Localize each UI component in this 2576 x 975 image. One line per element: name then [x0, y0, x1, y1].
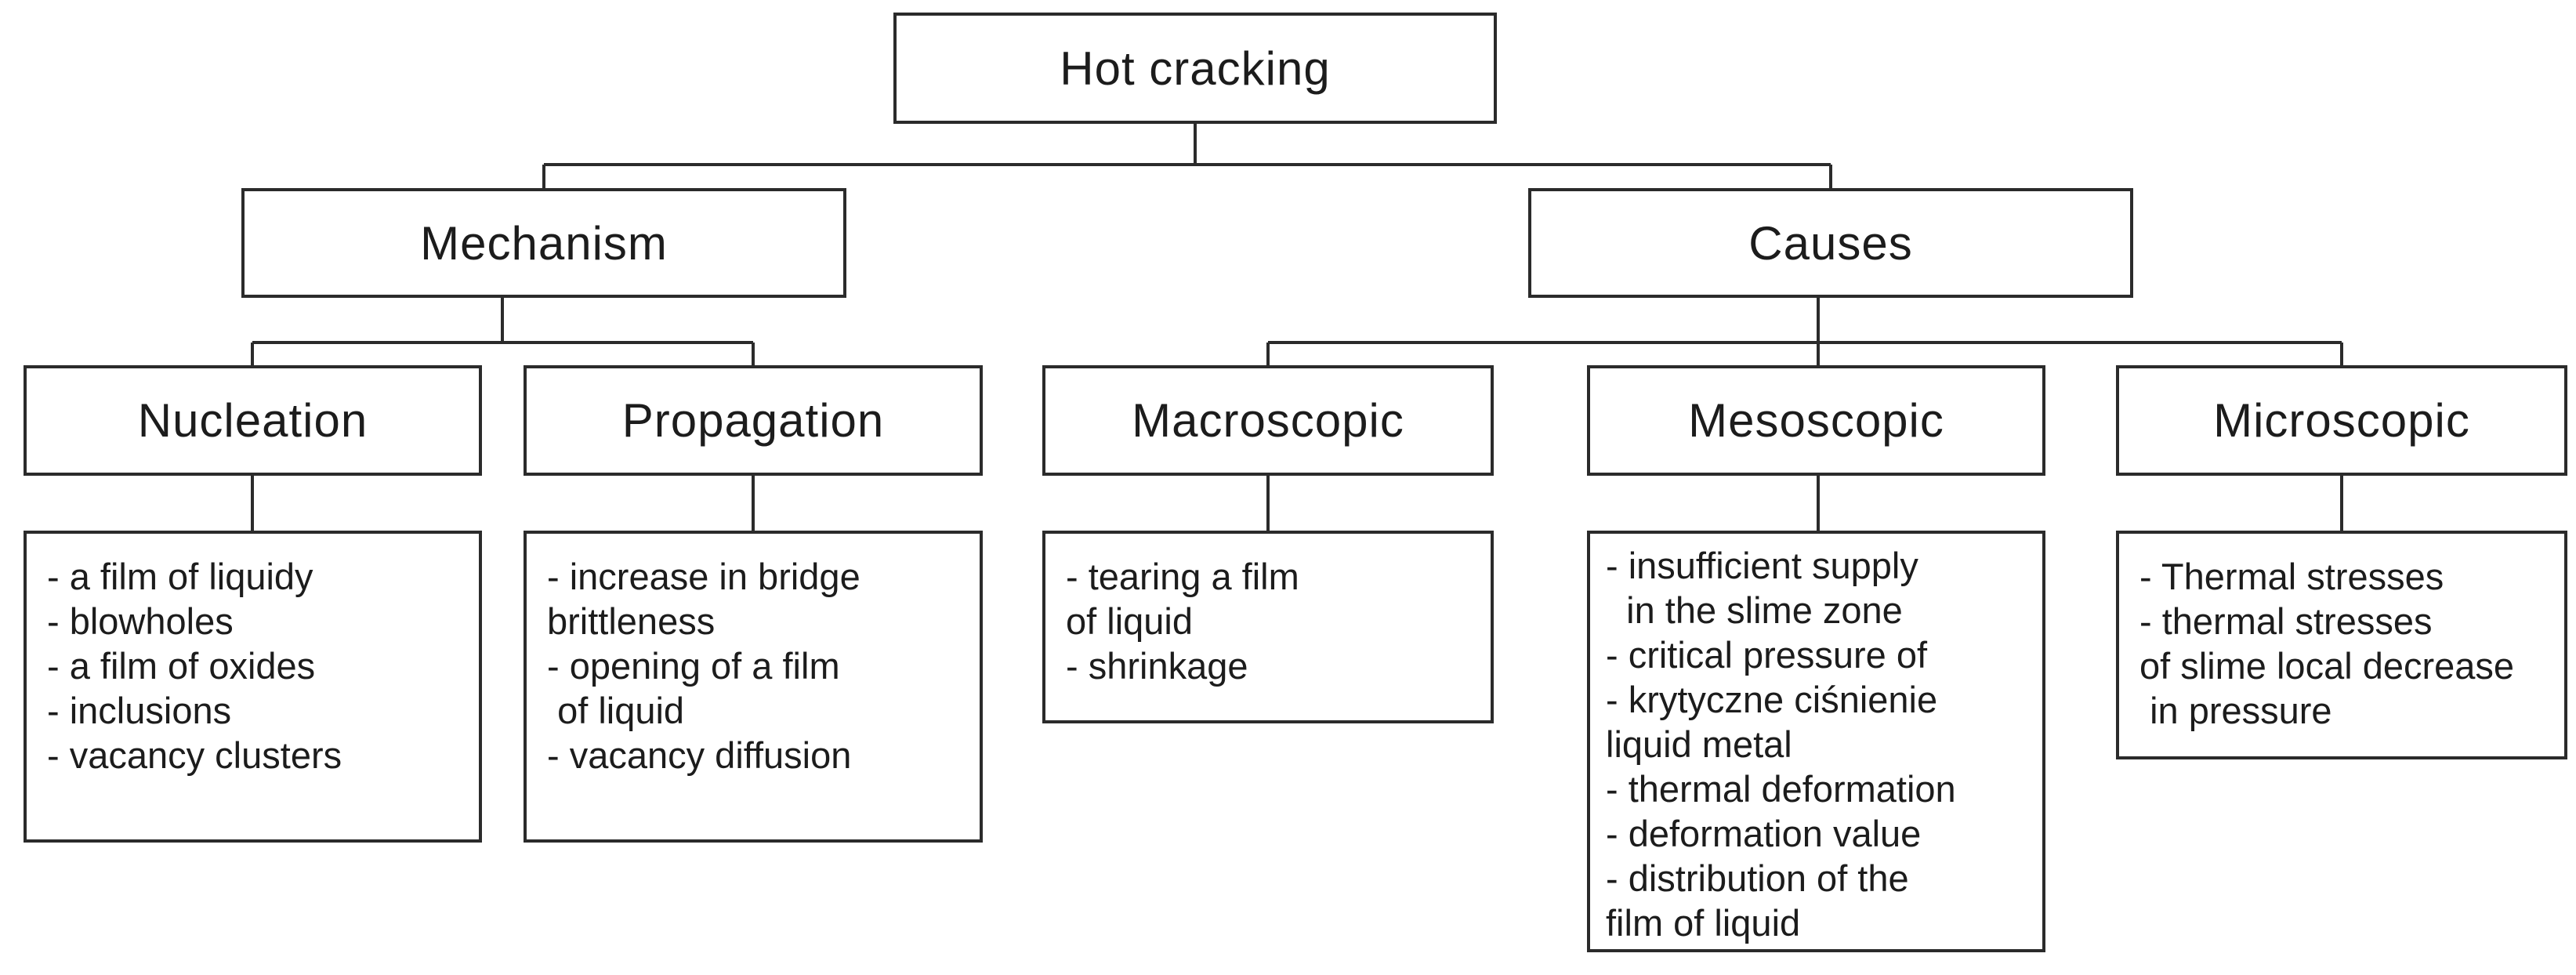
node-propagation: Propagation [524, 365, 983, 476]
list-microscopic-items: - Thermal stresses - thermal stresses of… [2116, 531, 2567, 759]
node-mechanism: Mechanism [241, 188, 846, 298]
list-mesoscopic-items: - insufficient supply in the slime zone … [1587, 531, 2045, 952]
list-propagation-items: - increase in bridge brittleness - openi… [524, 531, 983, 843]
node-nucleation: Nucleation [24, 365, 482, 476]
list-macroscopic-items: - tearing a film of liquid - shrinkage [1042, 531, 1494, 723]
node-hot-cracking: Hot cracking [893, 13, 1497, 124]
node-microscopic: Microscopic [2116, 365, 2567, 476]
node-macroscopic: Macroscopic [1042, 365, 1494, 476]
node-causes: Causes [1528, 188, 2133, 298]
list-nucleation-items: - a film of liquidy - blowholes - a film… [24, 531, 482, 843]
node-mesoscopic: Mesoscopic [1587, 365, 2045, 476]
